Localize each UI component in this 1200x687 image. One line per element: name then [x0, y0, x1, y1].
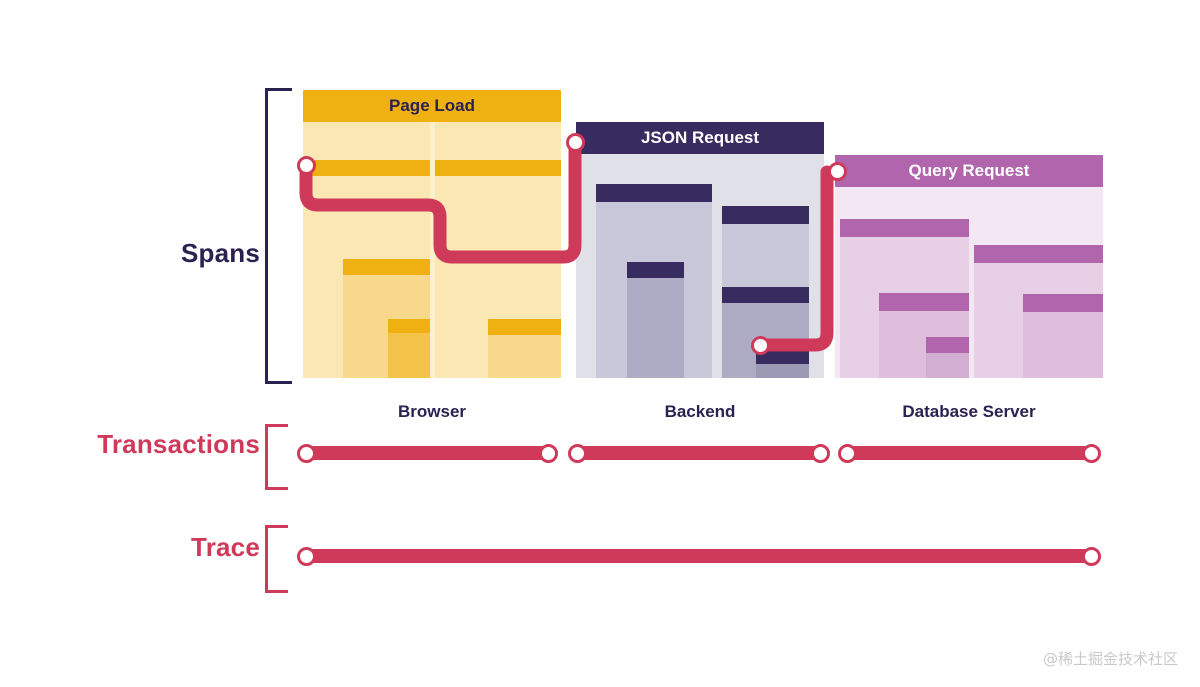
- span-column-title-query-request: Query Request: [835, 155, 1103, 187]
- span-column-database[interactable]: Query Request: [835, 155, 1103, 378]
- span-column-body-database: [835, 187, 1103, 378]
- span-column-backend[interactable]: JSON Request: [576, 122, 824, 378]
- row-label-transactions: Transactions: [97, 429, 260, 459]
- database-span-5[interactable]: [1023, 294, 1103, 378]
- trace-node-start[interactable]: [297, 547, 316, 566]
- transaction-bar-browser[interactable]: [306, 446, 549, 460]
- connector-node-browser-start[interactable]: [297, 156, 316, 175]
- backend-span-5-head: [756, 350, 809, 364]
- database-span-2-head: [879, 293, 969, 311]
- database-span-3-head: [926, 337, 969, 353]
- browser-span-3[interactable]: [388, 319, 430, 378]
- browser-span-5-head: [488, 319, 561, 335]
- transaction-node-3[interactable]: [568, 444, 587, 463]
- connector-node-query-request[interactable]: [828, 162, 847, 181]
- bracket-transactions: [265, 424, 288, 490]
- transaction-node-2[interactable]: [539, 444, 558, 463]
- database-span-3[interactable]: [926, 337, 969, 378]
- row-label-trace: Trace: [191, 532, 260, 562]
- column-footer-backend: Backend: [664, 402, 736, 421]
- transaction-bar-backend[interactable]: [578, 446, 821, 460]
- column-footer-browser: Browser: [397, 402, 467, 421]
- transaction-node-5[interactable]: [838, 444, 857, 463]
- backend-span-2[interactable]: [627, 262, 684, 378]
- database-span-5-head: [1023, 294, 1103, 312]
- trace-node-end[interactable]: [1082, 547, 1101, 566]
- database-span-1-head: [840, 219, 969, 237]
- browser-span-4-head: [435, 160, 561, 176]
- backend-span-1-head: [596, 184, 712, 202]
- connector-node-json-request[interactable]: [566, 133, 585, 152]
- trace-bar[interactable]: [306, 549, 1091, 563]
- transaction-node-6[interactable]: [1082, 444, 1101, 463]
- watermark: @稀土掘金技术社区: [1042, 650, 1178, 668]
- backend-span-4-head: [722, 287, 809, 303]
- bracket-trace: [265, 525, 288, 593]
- column-footer-database: Database Server: [902, 402, 1036, 421]
- database-span-4-head: [974, 245, 1103, 263]
- backend-span-2-head: [627, 262, 684, 278]
- browser-span-3-head: [388, 319, 430, 333]
- span-column-browser[interactable]: Page Load: [303, 90, 561, 378]
- browser-span-5[interactable]: [488, 319, 561, 378]
- span-column-title-page-load: Page Load: [303, 90, 561, 122]
- transaction-node-4[interactable]: [811, 444, 830, 463]
- span-column-body-backend: [576, 154, 824, 378]
- row-label-spans: Spans: [180, 238, 260, 268]
- transaction-bar-database[interactable]: [847, 446, 1091, 460]
- backend-span-5[interactable]: [756, 350, 809, 378]
- span-column-body-browser: [303, 122, 561, 378]
- span-column-title-json-request: JSON Request: [576, 122, 824, 154]
- browser-span-1-head: [303, 160, 430, 176]
- connector-node-backend-inner[interactable]: [751, 336, 770, 355]
- transaction-node-1[interactable]: [297, 444, 316, 463]
- backend-span-3-head: [722, 206, 809, 224]
- browser-span-2-head: [343, 259, 430, 275]
- bracket-spans: [265, 88, 292, 384]
